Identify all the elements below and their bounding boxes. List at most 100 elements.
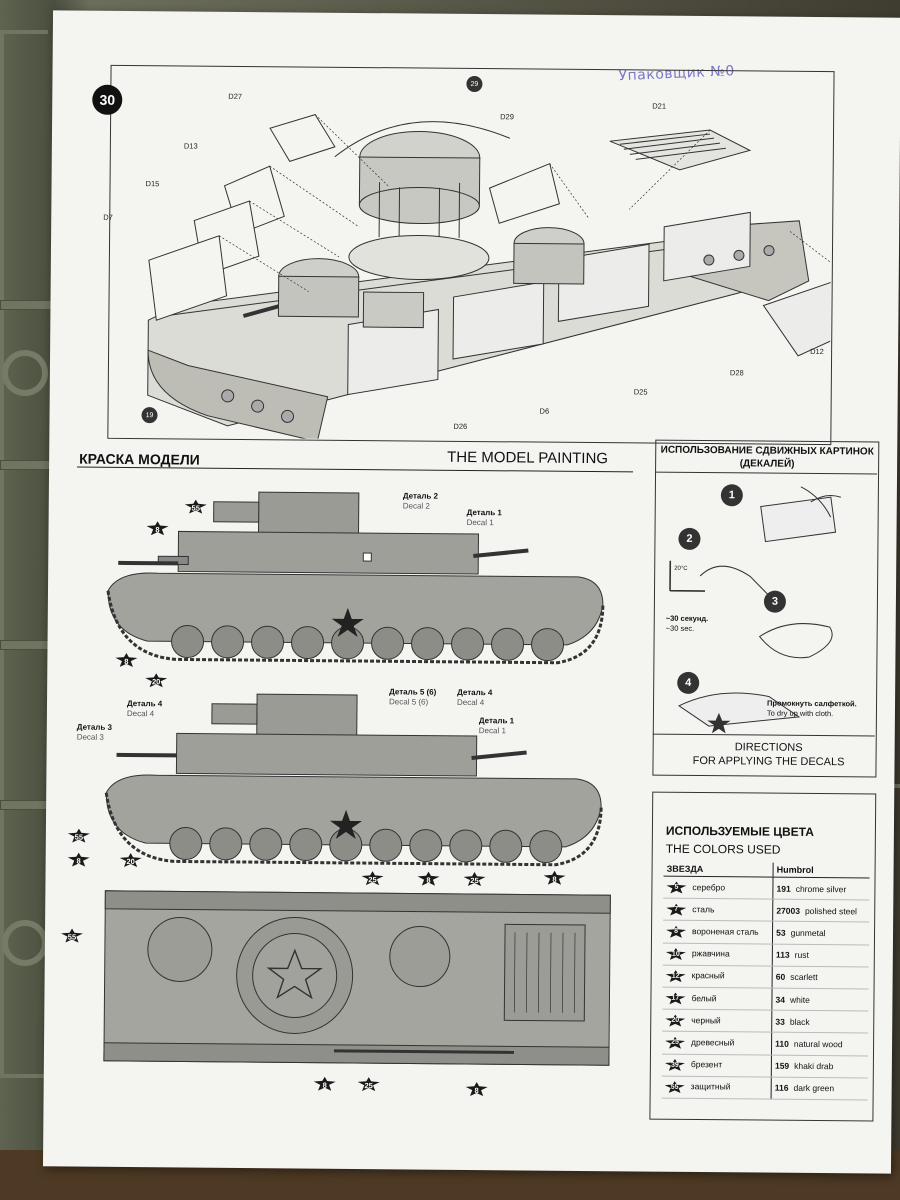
skirt-d12	[762, 250, 833, 357]
engine-grille-d21	[609, 129, 752, 171]
part-label-d29: D29	[500, 112, 514, 122]
paint-badge-55: 55	[61, 928, 83, 942]
color-name-ru: ржавчина	[691, 948, 730, 959]
color-name-ru: красный	[691, 970, 725, 981]
color-name-en: white	[789, 994, 810, 1005]
painting-title-en: THE MODEL PAINTING	[447, 448, 609, 468]
part-label-d6: D6	[539, 406, 550, 416]
humbrol-number: 113	[775, 949, 790, 960]
painting-header-rule	[77, 466, 634, 473]
skirt-d28	[663, 211, 751, 282]
humbrol-color-cell: 110 natural wood	[771, 1032, 869, 1056]
color-name-ru: сталь	[692, 903, 715, 915]
tank-side-view-1	[106, 491, 605, 665]
color-name-ru: брезент	[690, 1059, 723, 1070]
direction-step-1: 1	[720, 484, 743, 507]
color-row: 10 ржавчина 113 rust	[662, 942, 869, 967]
road-wheels-hint	[221, 245, 775, 423]
color-name-en: rust	[794, 949, 809, 961]
col-header-star: ЗВЕЗДА	[663, 861, 774, 878]
sub-turret-right	[362, 291, 425, 329]
color-name-ru: древесный	[691, 1037, 735, 1048]
humbrol-color-cell: 113 rust	[772, 943, 869, 967]
star-paint-badge: 8	[666, 926, 686, 938]
water-temperature: 20°C	[674, 565, 688, 572]
color-name-en: chrome silver	[795, 883, 847, 894]
tank-side-view-2	[104, 693, 603, 867]
direction-step-4: 4	[677, 671, 700, 694]
part-label-d15: D15	[145, 179, 160, 189]
humbrol-number: 60	[775, 972, 786, 983]
assembly-diagram	[147, 114, 833, 443]
red-star-2	[329, 809, 362, 839]
turret-frame	[378, 182, 461, 248]
star-paint-badge: 55	[665, 1081, 685, 1093]
turret-top-rear	[389, 926, 451, 988]
water-bowl	[669, 560, 706, 592]
part-label-d25: D25	[633, 387, 648, 397]
plate-d29	[488, 162, 560, 224]
part-label-d7: D7	[103, 212, 113, 222]
humbrol-color-cell: 60 scarlett	[772, 965, 869, 989]
star-color-cell: 8 вороненая сталь	[662, 920, 773, 944]
color-name-ru: вороненая сталь	[692, 926, 759, 937]
scissors-sheet	[760, 496, 837, 543]
star-paint-badge: 10	[666, 948, 686, 960]
humbrol-number: 110	[775, 1038, 789, 1049]
road-wheels-2	[169, 827, 563, 864]
skirt-d6	[452, 281, 545, 360]
road-wheels-1	[171, 625, 565, 662]
part-label-d27: D27	[228, 91, 243, 101]
color-name-en: dark green	[793, 1083, 835, 1094]
color-name-en: scarlett	[790, 972, 818, 983]
part-label-d21: D21	[652, 101, 667, 111]
humbrol-number: 34	[775, 994, 786, 1005]
engine-deck-grille	[503, 923, 586, 1022]
plate-d7	[148, 235, 228, 321]
star-paint-badge: 25	[665, 1037, 685, 1049]
star-paint-badge: 7	[666, 903, 686, 915]
paint-badge-8: 8	[466, 1082, 488, 1096]
color-name-ru: черный	[691, 1014, 721, 1026]
colors-title-en: THE COLORS USED	[665, 841, 781, 857]
color-name-en: natural wood	[793, 1038, 843, 1050]
hand-blot	[678, 692, 801, 727]
col-header-humbrol: Humbrol	[773, 862, 870, 878]
instruction-sheet: Упаковщик №0 30	[42, 10, 900, 1174]
red-star-1	[331, 607, 364, 638]
superstructure-1	[177, 530, 480, 575]
tank-top-view	[103, 890, 611, 1066]
humbrol-number: 159	[774, 1060, 790, 1071]
paint-badge-8: 8	[68, 852, 90, 866]
soak-time: ~30 секунд.~30 sec.	[665, 613, 709, 633]
white-square-decal	[362, 552, 372, 562]
decal-steps-illustration	[669, 486, 842, 734]
humbrol-number: 33	[775, 1016, 785, 1027]
star-color-cell: 7 сталь	[663, 898, 773, 922]
humbrol-number: 27003	[776, 905, 801, 916]
star-paint-badge: 17	[665, 992, 685, 1004]
decal5-label: Деталь 5 (6)Decal 5 (6)	[388, 687, 437, 707]
part-label-d12: D12	[810, 346, 824, 357]
turret-main-1	[257, 491, 360, 539]
star-color-cell: 10 ржавчина	[662, 942, 773, 966]
part-number-29: 29	[466, 75, 483, 93]
